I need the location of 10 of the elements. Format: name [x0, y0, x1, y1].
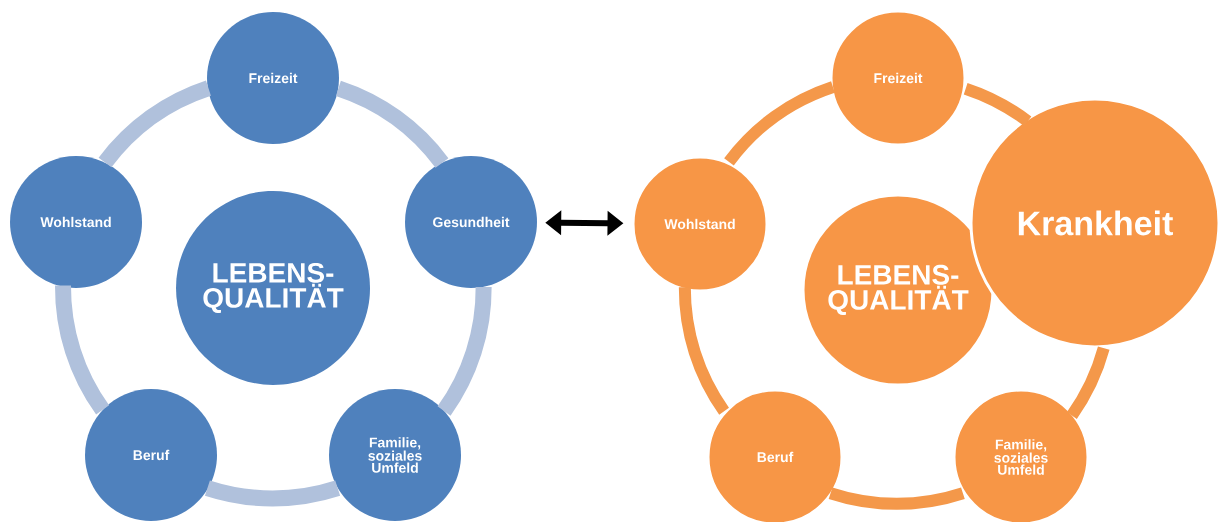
ring-arc: [828, 487, 965, 510]
ring-arc: [55, 285, 110, 415]
ring-arc: [335, 80, 449, 168]
ring-arc: [963, 83, 1032, 127]
ring-arc: [437, 286, 492, 416]
ring-arc: [724, 81, 835, 166]
ring-arc: [1066, 346, 1110, 419]
ring-arc: [205, 480, 340, 507]
ring-arc: [678, 287, 730, 415]
ring-arc: [98, 80, 212, 168]
